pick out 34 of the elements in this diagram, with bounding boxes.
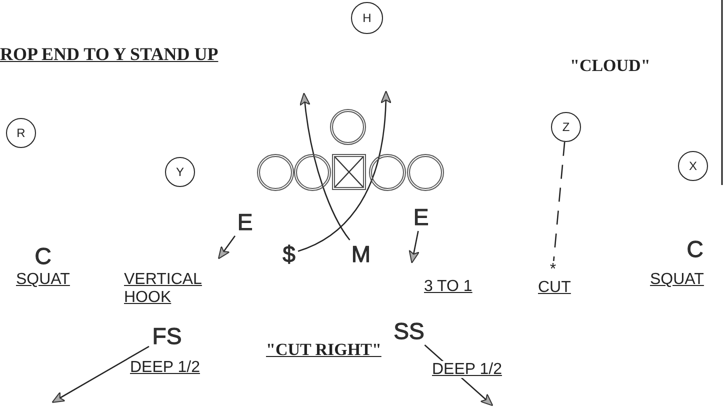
center-box [332,154,366,190]
defender-letter: SS [389,317,429,345]
player-circle [406,154,444,190]
route-arrow [218,235,236,260]
defender-letter: E [411,203,431,231]
play-title: ROP END TO Y STAND UP [0,44,218,65]
route-arrow [300,92,350,240]
defender-letter: M [349,240,373,268]
assignment-label: SQUAT [16,271,71,289]
player-circle: R [6,118,36,148]
defender-letter: E [235,208,255,236]
defender-letter: $ [280,240,298,268]
player-circle [294,154,330,190]
assignment-label: SQUAT [650,271,705,289]
player-circle [368,154,406,190]
assignment-label: DEEP 1/2 [130,359,201,377]
assignment-label: DEEP 1/2 [432,361,503,379]
player-circle: Z [551,112,581,142]
assignment-label: 3 TO 1 [424,278,474,296]
player-circle: H [351,2,383,34]
route-arrow [52,346,150,403]
spot-mark: * [547,261,559,275]
defender-letter: FS [149,322,185,350]
player-circle [256,154,294,190]
assignment-label: CUT [538,279,572,297]
dashed-route-line [553,142,566,262]
assignment-label: VERTICAL HOOK [124,271,203,307]
player-circle: X [678,151,708,181]
player-circle: Y [165,157,195,187]
defender-letter: C [32,242,54,270]
player-circle [330,109,366,145]
defender-letter: C [684,235,706,263]
route-arrow [298,90,392,252]
route-arrow [408,230,420,264]
